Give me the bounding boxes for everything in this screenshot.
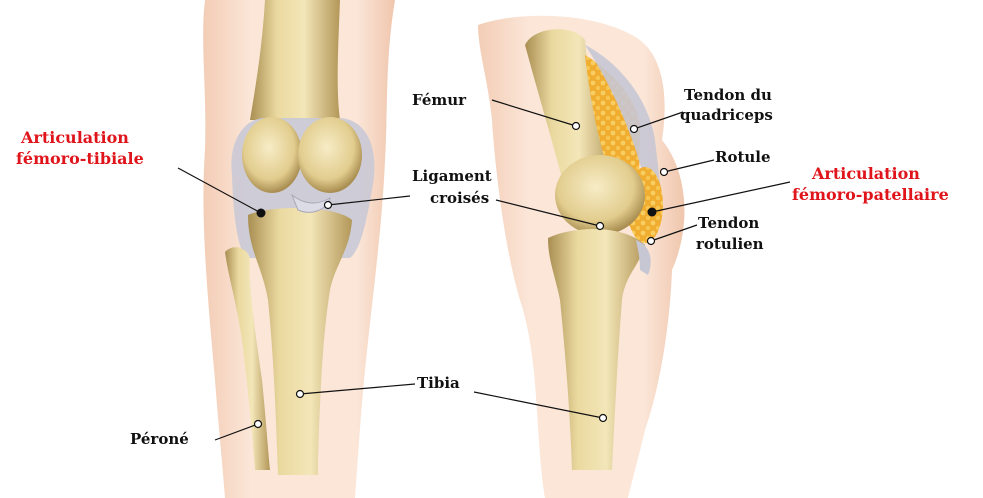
dot-artic-fp (648, 208, 657, 217)
dot-ligament-left (325, 202, 332, 209)
label-rotule: Rotule (715, 148, 771, 167)
front-condyle-left (242, 117, 302, 193)
label-tendon-quadriceps-line2: quadriceps (680, 106, 773, 125)
label-ligament-line1: Ligament (412, 167, 492, 186)
dot-ligament-right (597, 223, 604, 230)
label-artic-ft-line2: fémoro-tibiale (16, 149, 144, 169)
label-artic-fp-line1: Articulation (812, 164, 920, 184)
dot-rotule (661, 169, 668, 176)
dot-femur (573, 123, 580, 130)
label-perone: Péroné (130, 430, 189, 449)
label-tendon-quadriceps-line1: Tendon du (684, 86, 772, 105)
label-femur: Fémur (412, 91, 466, 110)
label-ligament-line2: croisés (430, 189, 489, 208)
dot-tendon-rotulien (648, 238, 655, 245)
dot-perone (255, 421, 262, 428)
dot-tibia-right (600, 415, 607, 422)
front-condyle-right (298, 117, 362, 193)
label-tendon-rotulien-line1: Tendon (698, 214, 759, 233)
dot-tibia-left (297, 391, 304, 398)
label-tendon-rotulien-line2: rotulien (696, 235, 764, 254)
label-artic-ft-line1: Articulation (21, 128, 129, 148)
side-view (478, 16, 684, 498)
front-view (203, 0, 395, 498)
label-artic-fp-line2: fémoro-patellaire (792, 185, 949, 205)
label-tibia: Tibia (417, 374, 460, 393)
dot-quadriceps (631, 126, 638, 133)
dot-artic-ft (257, 209, 266, 218)
